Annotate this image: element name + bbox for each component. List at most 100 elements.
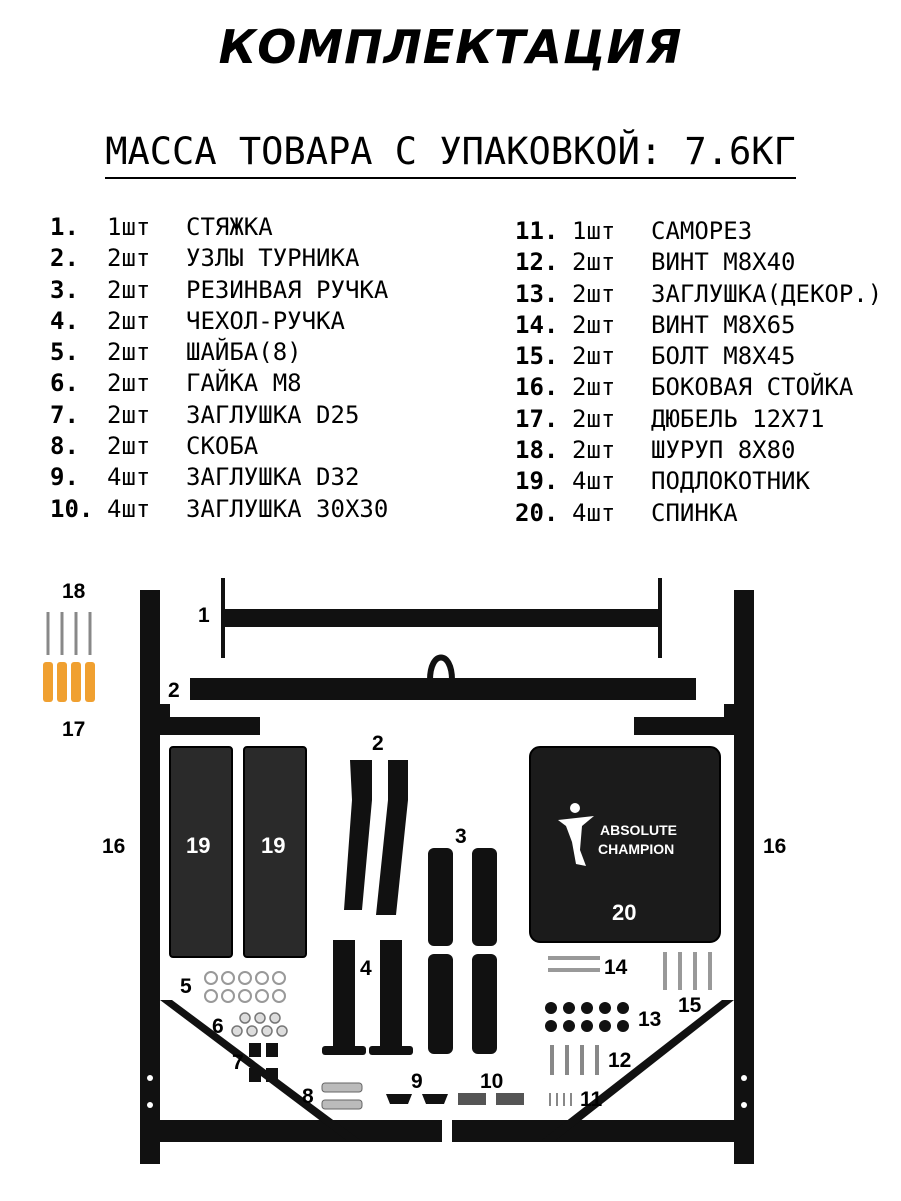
- item-number: 16.: [515, 373, 559, 402]
- list-item: 7. 2шт ЗАГЛУШКА D25: [50, 400, 450, 431]
- item-number: 14.: [515, 310, 559, 339]
- item-number: 13.: [515, 279, 559, 308]
- item-qty: 1шт: [572, 217, 616, 245]
- pullup-bar: [190, 654, 696, 700]
- item-qty: 4шт: [572, 467, 616, 496]
- page-title: КОМПЛЕКТАЦИЯ: [218, 20, 683, 74]
- label-9: 9: [411, 1070, 423, 1093]
- self-tapping-screws: [549, 1093, 572, 1106]
- item-qty: 2шт: [107, 338, 151, 367]
- item-qty: 2шт: [572, 310, 616, 339]
- decor-caps: [545, 1002, 629, 1032]
- item-qty: 2шт: [572, 248, 616, 277]
- label-12: 12: [608, 1049, 631, 1072]
- dowels: [43, 662, 95, 702]
- label-14: 14: [604, 956, 628, 979]
- item-qty: 2шт: [107, 400, 151, 429]
- item-number: 6.: [50, 369, 79, 398]
- item-number: 10.: [50, 494, 94, 523]
- list-item: 3. 2шт РЕЗИНВАЯ РУЧКА: [50, 275, 450, 306]
- item-number: 15.: [515, 342, 559, 371]
- tie-bar: [221, 578, 662, 658]
- bolts-m8x45: [663, 952, 712, 990]
- label-2-bar: 2: [168, 679, 180, 702]
- label-17: 17: [62, 718, 85, 741]
- item-name: САМОРЕЗ: [651, 217, 753, 245]
- item-name: РЕЗИНВАЯ РУЧКА: [186, 275, 389, 304]
- item-name: ШУРУП 8Х80: [651, 436, 796, 465]
- item-qty: 2шт: [107, 432, 151, 461]
- item-name: ЗАГЛУШКА 30Х30: [186, 494, 389, 523]
- armrest-pad: [169, 746, 307, 958]
- label-16-right: 16: [763, 835, 786, 858]
- item-number: 11.: [515, 217, 559, 245]
- item-qty: 2шт: [572, 279, 616, 308]
- label-18: 18: [62, 580, 86, 603]
- item-number: 4.: [50, 306, 79, 335]
- item-name: ЗАГЛУШКА D25: [186, 400, 360, 429]
- label-20: 20: [612, 900, 636, 925]
- item-name: УЗЛЫ ТУРНИКА: [186, 244, 360, 273]
- item-number: 3.: [50, 275, 79, 304]
- label-10: 10: [480, 1070, 503, 1093]
- item-number: 2.: [50, 244, 79, 273]
- wood-screws: [46, 612, 92, 655]
- logo-icon: [558, 803, 594, 866]
- item-number: 20.: [515, 498, 559, 527]
- item-name: ШАЙБА(8): [186, 338, 302, 367]
- label-6: 6: [212, 1015, 224, 1038]
- label-16-left: 16: [102, 835, 125, 858]
- label-3: 3: [455, 825, 467, 848]
- item-qty: 2шт: [107, 275, 151, 304]
- item-qty: 1шт: [107, 213, 151, 241]
- label-5: 5: [180, 975, 192, 998]
- caps-d32: [386, 1094, 448, 1104]
- bar-nodes: [344, 760, 408, 915]
- caps-30x30: [458, 1093, 524, 1105]
- list-item: 5. 2шт ШАЙБА(8): [50, 337, 450, 368]
- item-name: БОКОВАЯ СТОЙКА: [651, 373, 854, 402]
- item-number: 8.: [50, 432, 79, 461]
- caps-d25: [249, 1043, 278, 1082]
- label-7: 7: [232, 1051, 244, 1074]
- logo-line1: ABSOLUTE: [600, 822, 677, 838]
- item-qty: 2шт: [107, 244, 151, 273]
- item-number: 5.: [50, 338, 79, 367]
- parts-diagram: ABSOLUTE CHAMPION: [43, 578, 786, 1164]
- item-number: 17.: [515, 404, 559, 433]
- item-qty: 4шт: [107, 463, 151, 492]
- label-19-right: 19: [261, 833, 285, 858]
- label-13: 13: [638, 1008, 661, 1031]
- item-number: 9.: [50, 463, 79, 492]
- item-number: 19.: [515, 467, 559, 496]
- label-1: 1: [198, 604, 210, 627]
- item-name: ЗАГЛУШКА(ДЕКОР.): [651, 279, 883, 308]
- item-name: БОЛТ М8Х45: [651, 342, 796, 371]
- grip-sleeves: [322, 940, 413, 1055]
- screws-m8x40: [550, 1045, 599, 1075]
- package-mass-text: МАССА ТОВАРА С УПАКОВКОЙ: 7.6КГ: [105, 130, 796, 179]
- item-qty: 2шт: [572, 436, 616, 465]
- list-item: 13. 2шт ЗАГЛУШКА(ДЕКОР.): [515, 279, 895, 310]
- item-number: 7.: [50, 400, 79, 429]
- item-name: ЧЕХОЛ-РУЧКА: [186, 306, 345, 335]
- item-name: ДЮБЕЛЬ 12Х71: [651, 404, 825, 433]
- item-number: 1.: [50, 213, 79, 241]
- item-name: ПОДЛОКОТНИК: [651, 467, 810, 496]
- item-qty: 2шт: [107, 306, 151, 335]
- side-frame-right: [452, 590, 754, 1164]
- list-item: 11. 1шт САМОРЕЗ: [515, 216, 895, 247]
